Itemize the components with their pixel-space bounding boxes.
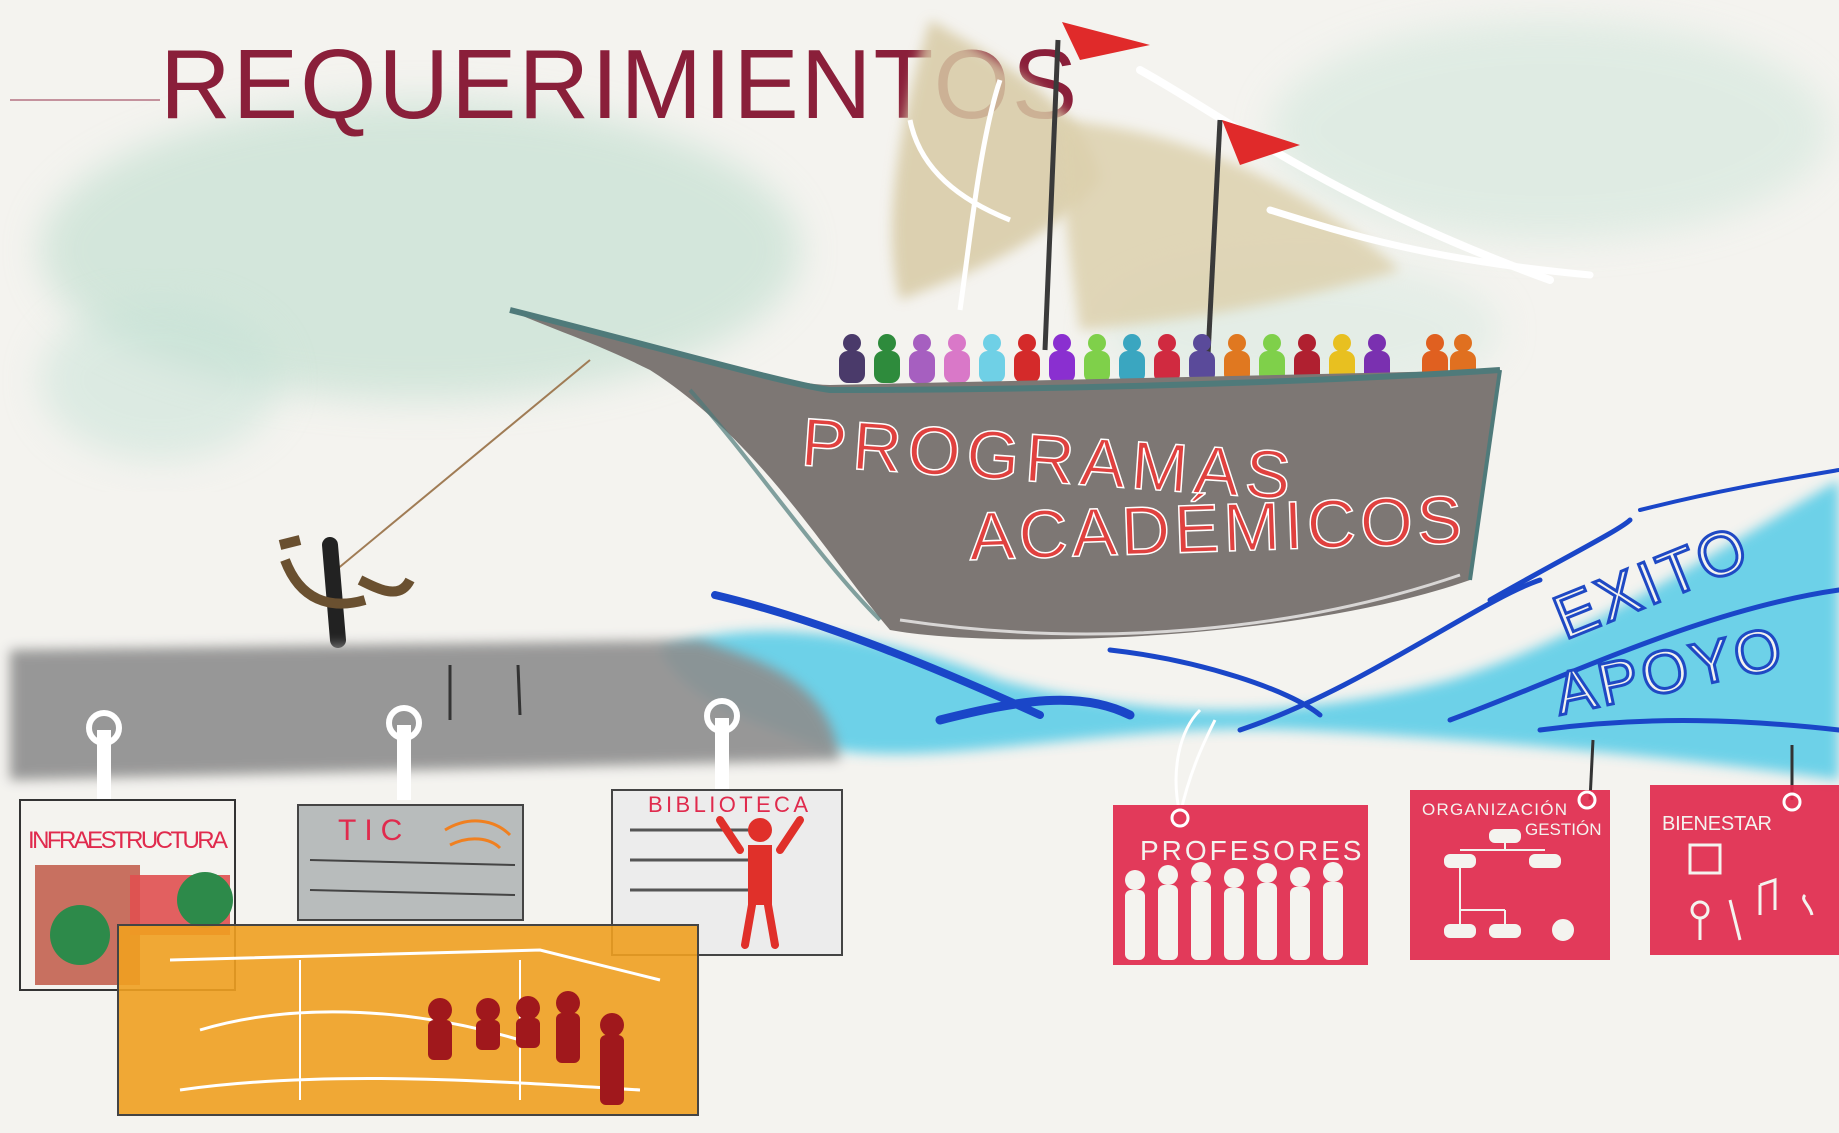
sign-tic-label: TIC <box>338 814 410 847</box>
sign-gestion-label-line2: GESTIÓN <box>1525 820 1602 839</box>
sign-profesores: PROFESORES <box>1113 805 1368 965</box>
passenger-figure <box>1049 334 1075 383</box>
ship-hull <box>509 307 1502 640</box>
passenger-figure <box>909 334 935 383</box>
bollard-3 <box>704 698 740 792</box>
bollard-1 <box>86 710 122 800</box>
passenger-figure <box>944 334 970 383</box>
mast-front <box>1042 22 1150 351</box>
passenger-figure <box>1189 334 1215 383</box>
passenger-figure <box>1154 334 1180 383</box>
sign-tic: TIC <box>297 804 524 921</box>
ship-label-line2: ACADÉMICOS <box>968 482 1468 575</box>
dock <box>10 640 840 780</box>
sign-infraestructura-label: INFRAESTRUCTURA <box>28 827 228 854</box>
mast-rear <box>1205 119 1300 356</box>
ship-sails <box>891 20 1594 330</box>
ship-passengers <box>839 334 1476 383</box>
passenger-figure <box>979 334 1005 383</box>
sign-bienestar-label: BIENESTAR <box>1662 813 1772 835</box>
anchor-icon <box>278 359 591 648</box>
water <box>660 468 1839 780</box>
sign-biblioteca-label: BIBLIOTECA <box>648 792 808 817</box>
campus-building-panel <box>117 924 699 1116</box>
passenger-figure <box>839 334 865 383</box>
bollard-2 <box>386 705 422 800</box>
passenger-figure <box>1119 334 1145 383</box>
passenger-figure <box>1224 334 1250 383</box>
passenger-figure <box>1084 334 1110 383</box>
sign-bienestar: BIENESTAR <box>1650 785 1839 955</box>
sign-organizacion-label-line1: ORGANIZACIÓN <box>1422 800 1567 819</box>
sign-organizacion-gestion: ORGANIZACIÓN GESTIÓN <box>1410 790 1610 960</box>
passenger-figure <box>874 334 900 383</box>
sign-profesores-label: PROFESORES <box>1140 835 1364 866</box>
passenger-figure <box>1014 334 1040 383</box>
ship-label-line1: PROGRAMAS <box>799 404 1299 514</box>
